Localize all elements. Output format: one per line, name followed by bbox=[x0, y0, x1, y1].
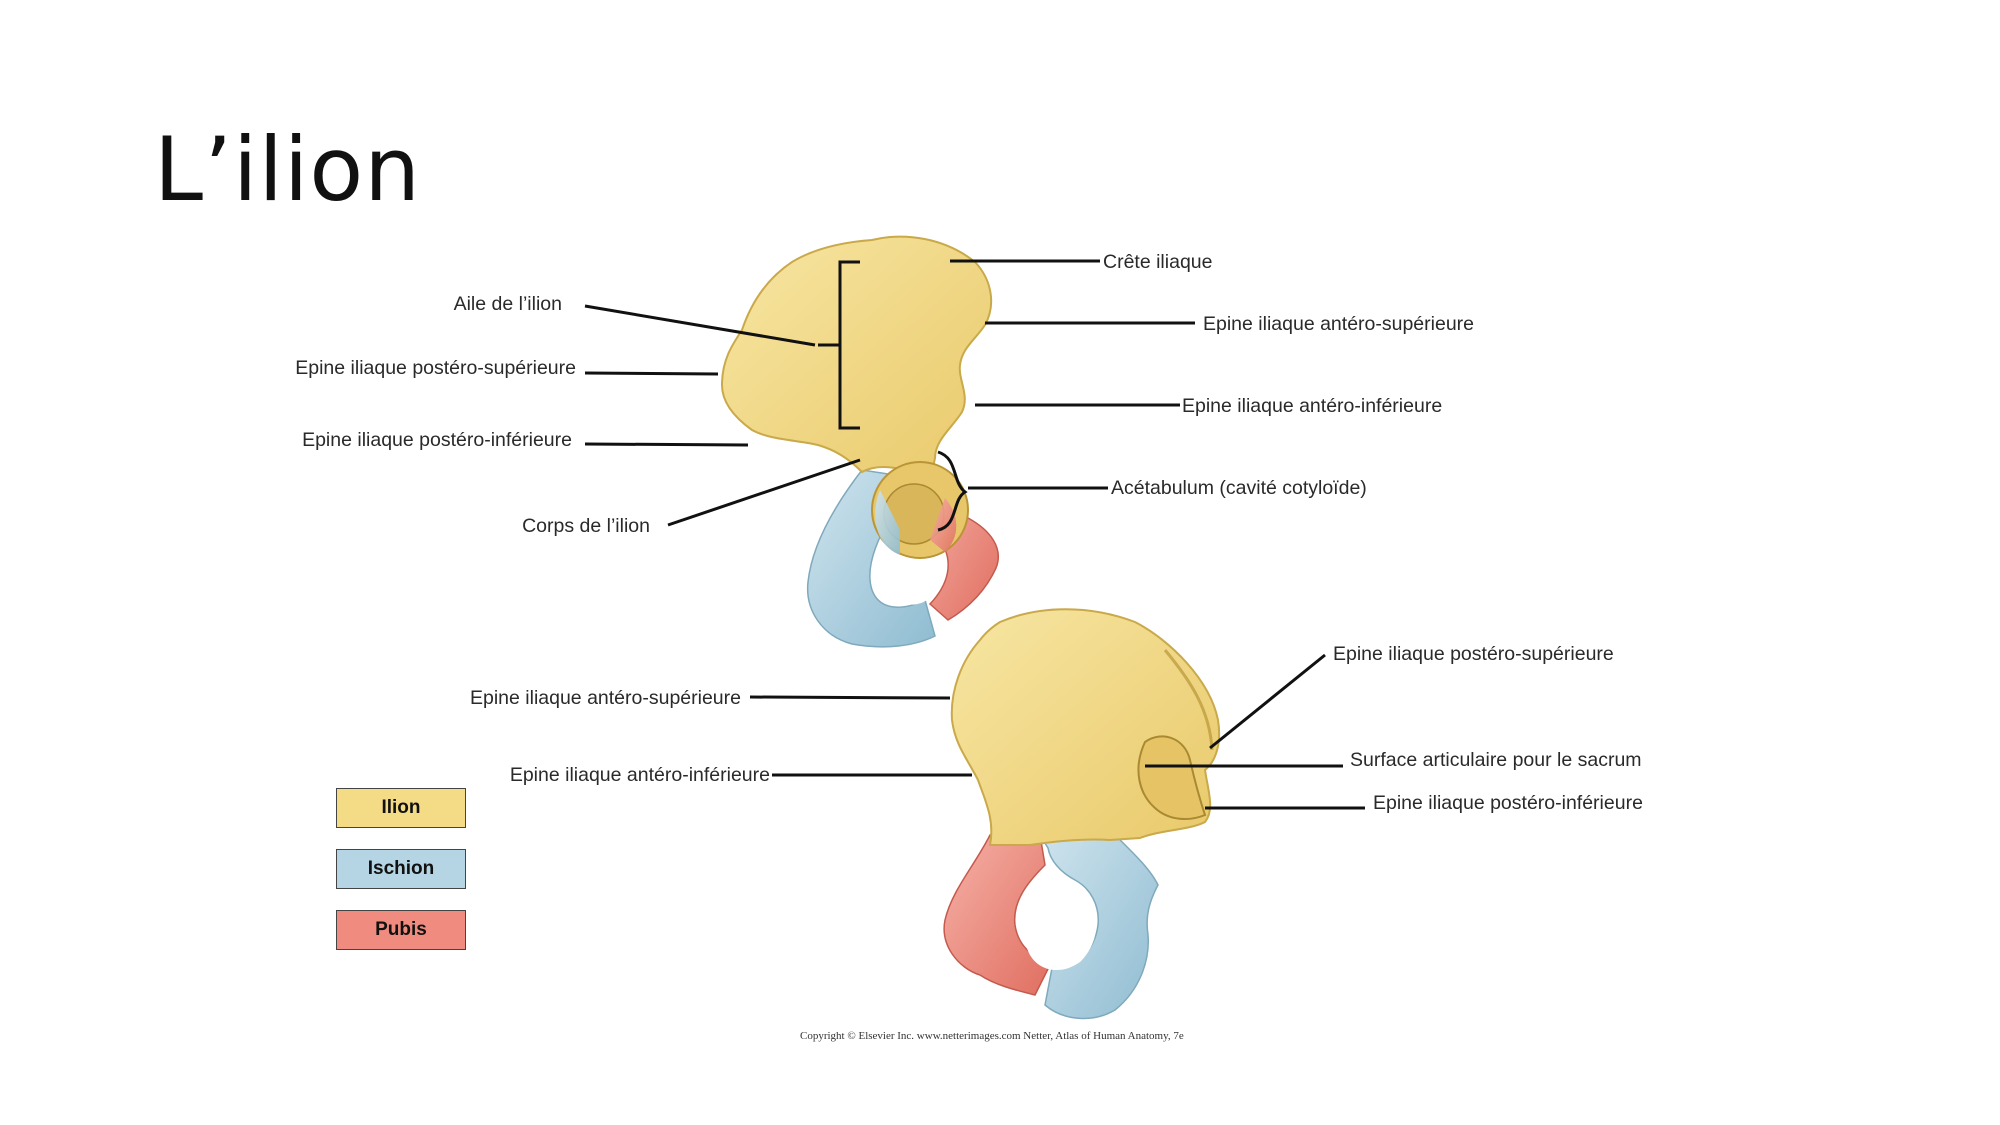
label-bottom-eipi: Epine iliaque postéro-inférieure bbox=[1373, 792, 1643, 814]
legend-ischion: Ischion bbox=[336, 849, 466, 889]
leader-bottom-eias bbox=[749, 695, 951, 700]
bottom-auricular-surface bbox=[1137, 735, 1207, 821]
top-ischion bbox=[806, 469, 936, 648]
label-top-eips: Epine iliaque postéro-supérieure bbox=[295, 357, 576, 379]
leader-corps bbox=[667, 458, 861, 527]
label-acetabulum: Acétabulum (cavité cotyloïde) bbox=[1111, 477, 1367, 499]
legend-ilion-label: Ilion bbox=[381, 797, 421, 818]
label-top-eias: Epine iliaque antéro-supérieure bbox=[1203, 313, 1474, 335]
label-top-eipi: Epine iliaque postéro-inférieure bbox=[302, 429, 572, 451]
leader-top-eips bbox=[584, 371, 719, 376]
leader-top-eipi bbox=[584, 442, 749, 447]
label-top-eiai: Epine iliaque antéro-inférieure bbox=[1182, 395, 1442, 417]
label-crete-iliaque: Crête iliaque bbox=[1103, 251, 1212, 273]
legend-pubis-label: Pubis bbox=[375, 919, 427, 940]
top-aile-brace bbox=[818, 260, 860, 430]
legend-pubis: Pubis bbox=[336, 910, 466, 950]
label-aile-ilion: Aile de l’ilion bbox=[454, 293, 562, 315]
bottom-obturator-foramen bbox=[1024, 887, 1097, 971]
label-bottom-eias: Epine iliaque antéro-supérieure bbox=[470, 687, 741, 709]
bottom-pubis bbox=[943, 834, 1052, 996]
legend-ischion-label: Ischion bbox=[367, 858, 435, 879]
bottom-ischion bbox=[1038, 829, 1159, 1020]
bottom-hip-bone bbox=[943, 608, 1221, 1020]
slide-title: L’ilion bbox=[154, 118, 421, 221]
label-corps-ilion: Corps de l’ilion bbox=[522, 515, 650, 537]
label-bottom-eiai: Epine iliaque antéro-inférieure bbox=[510, 764, 770, 786]
legend-ilion: Ilion bbox=[336, 788, 466, 828]
top-hip-bone bbox=[720, 235, 999, 648]
leader-bottom-eips bbox=[1209, 653, 1326, 750]
label-bottom-eips: Epine iliaque postéro-supérieure bbox=[1333, 643, 1614, 665]
top-ilion bbox=[720, 235, 993, 484]
copyright-notice: Copyright © Elsevier Inc. www.netterimag… bbox=[800, 1030, 1184, 1042]
leader-aile bbox=[584, 304, 816, 347]
top-acetabulum-brace bbox=[937, 450, 968, 532]
label-surface-sacrum: Surface articulaire pour le sacrum bbox=[1350, 749, 1642, 771]
